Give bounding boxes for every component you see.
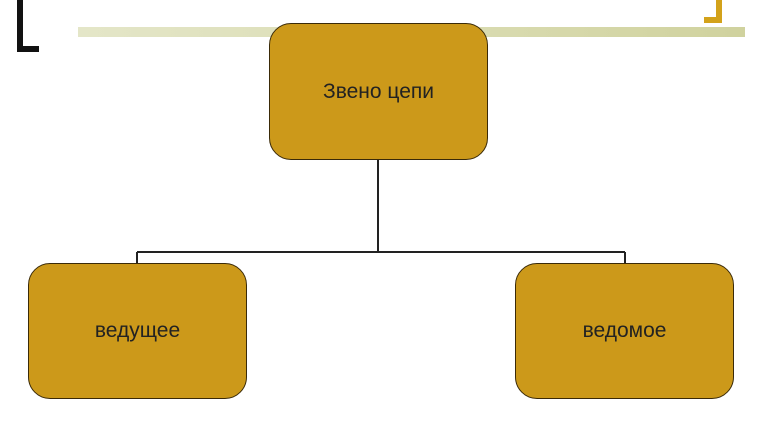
corner-bracket-left — [17, 0, 23, 52]
node-driving: ведущее — [28, 263, 247, 399]
corner-bracket-right-foot — [704, 17, 722, 23]
node-chain-link: Звено цепи — [269, 23, 488, 160]
corner-bracket-left-foot — [17, 46, 39, 52]
node-driven-label: ведомое — [582, 319, 667, 342]
node-chain-link-label: Звено цепи — [323, 79, 434, 103]
node-driving-label: ведущее — [94, 319, 181, 342]
corner-bracket-right — [716, 0, 722, 23]
node-driven: ведомое — [515, 263, 734, 399]
